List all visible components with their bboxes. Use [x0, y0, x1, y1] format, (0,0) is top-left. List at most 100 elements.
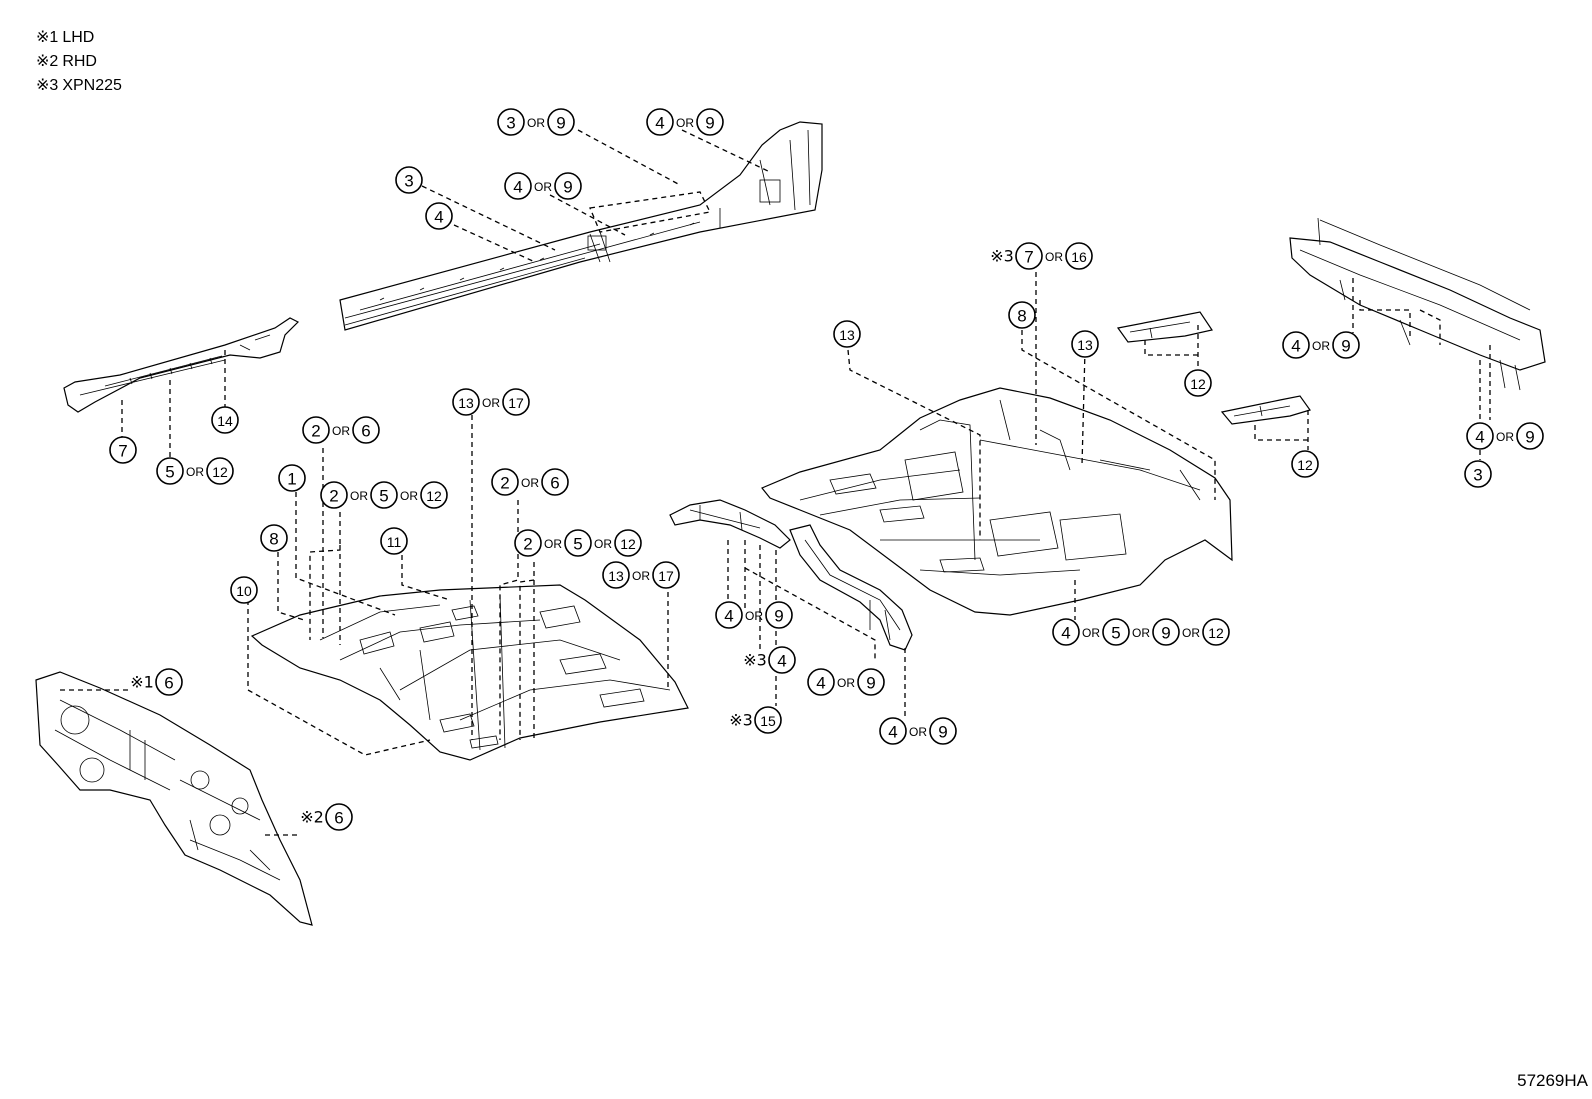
- part-number-circle: [547, 108, 575, 136]
- figure-id: 57269HA: [1517, 1071, 1588, 1090]
- part-number: 12: [1190, 376, 1206, 392]
- or-label: OR: [521, 476, 539, 490]
- part-number: 6: [164, 674, 173, 693]
- part-number-circle: [497, 108, 525, 136]
- part-number-circle: [1516, 422, 1544, 450]
- part-number-circle: [1071, 330, 1099, 358]
- part-number-circle: [541, 468, 569, 496]
- or-label: OR: [527, 116, 545, 130]
- part-number-circle: [1466, 422, 1494, 450]
- or-label: OR: [1132, 626, 1150, 640]
- part-number: 12: [620, 536, 636, 552]
- part-number-circle: [646, 108, 674, 136]
- callout-13: 4 OR 9: [1466, 422, 1544, 450]
- floor-bracket-upper-part: [1116, 311, 1213, 343]
- or-label: OR: [632, 569, 650, 583]
- note-mark: ※3: [743, 651, 767, 670]
- part-number-circle: [1065, 242, 1093, 270]
- callout-8: 13: [833, 320, 861, 348]
- part-number-circle: [491, 468, 519, 496]
- center-floor-pan-part: [250, 584, 689, 761]
- callout-3: 3: [395, 166, 423, 194]
- or-label: OR: [1182, 626, 1200, 640]
- part-number: 15: [760, 713, 776, 729]
- callout-20: 1: [278, 464, 306, 492]
- part-number: 9: [1525, 428, 1534, 447]
- part-number-circle: [502, 388, 530, 416]
- callout-9: 13: [1071, 330, 1099, 358]
- part-number: 9: [556, 114, 565, 133]
- part-number-circle: [857, 668, 885, 696]
- or-label: OR: [186, 465, 204, 479]
- part-number: 4: [513, 178, 522, 197]
- part-number-circle: [765, 601, 793, 629]
- part-number: 12: [1208, 625, 1224, 641]
- part-number: 13: [458, 395, 474, 411]
- note-mark: ※2: [300, 808, 324, 827]
- part-number-circle: [156, 457, 184, 485]
- part-number-circle: [211, 406, 239, 434]
- part-number: 17: [508, 395, 524, 411]
- part-number: 12: [212, 464, 228, 480]
- callout-23: 8: [260, 524, 288, 552]
- note-mark: ※3: [729, 711, 753, 730]
- or-label: OR: [1496, 430, 1514, 444]
- or-label: OR: [400, 489, 418, 503]
- or-label: OR: [332, 424, 350, 438]
- callout-24: 11: [380, 527, 408, 555]
- part-number: 12: [1297, 457, 1313, 473]
- part-number-circle: [715, 601, 743, 629]
- part-number: 9: [705, 114, 714, 133]
- part-number: 5: [573, 535, 582, 554]
- part-number: 4: [1291, 337, 1300, 356]
- part-number-circle: [1282, 331, 1310, 359]
- part-number: 10: [236, 583, 252, 599]
- part-number-circle: [420, 481, 448, 509]
- part-number: 12: [426, 488, 442, 504]
- callout-12: 12: [1291, 450, 1319, 478]
- leader-lines: [60, 129, 1491, 836]
- or-label: OR: [1312, 339, 1330, 353]
- part-number: 13: [608, 568, 624, 584]
- floor-bracket-lower-part: [1220, 395, 1311, 425]
- rear-cross-member-part: [1289, 217, 1546, 391]
- part-number-circle: [504, 172, 532, 200]
- part-number-circle: [1464, 460, 1492, 488]
- part-number: 5: [379, 487, 388, 506]
- part-number-circle: [230, 576, 258, 604]
- part-number-circle: [1152, 618, 1180, 646]
- callout-15: 14: [211, 406, 239, 434]
- part-number: 7: [1024, 248, 1033, 267]
- part-number-circle: [652, 561, 680, 589]
- part-number-circle: [1008, 301, 1036, 329]
- part-number-circle: [425, 202, 453, 230]
- part-number-circle: [452, 388, 480, 416]
- part-number: 4: [434, 208, 443, 227]
- callout-5: 4: [425, 202, 453, 230]
- part-number-circle: [1015, 242, 1043, 270]
- part-number: 4: [1475, 428, 1484, 447]
- part-number-circle: [206, 457, 234, 485]
- part-number-circle: [879, 717, 907, 745]
- part-number: 14: [217, 413, 233, 429]
- part-number-circle: [554, 172, 582, 200]
- part-number: 6: [550, 474, 559, 493]
- callout-7: 8: [1008, 301, 1036, 329]
- or-label: OR: [594, 537, 612, 551]
- part-number: 9: [938, 723, 947, 742]
- callout-10: 12: [1184, 369, 1212, 397]
